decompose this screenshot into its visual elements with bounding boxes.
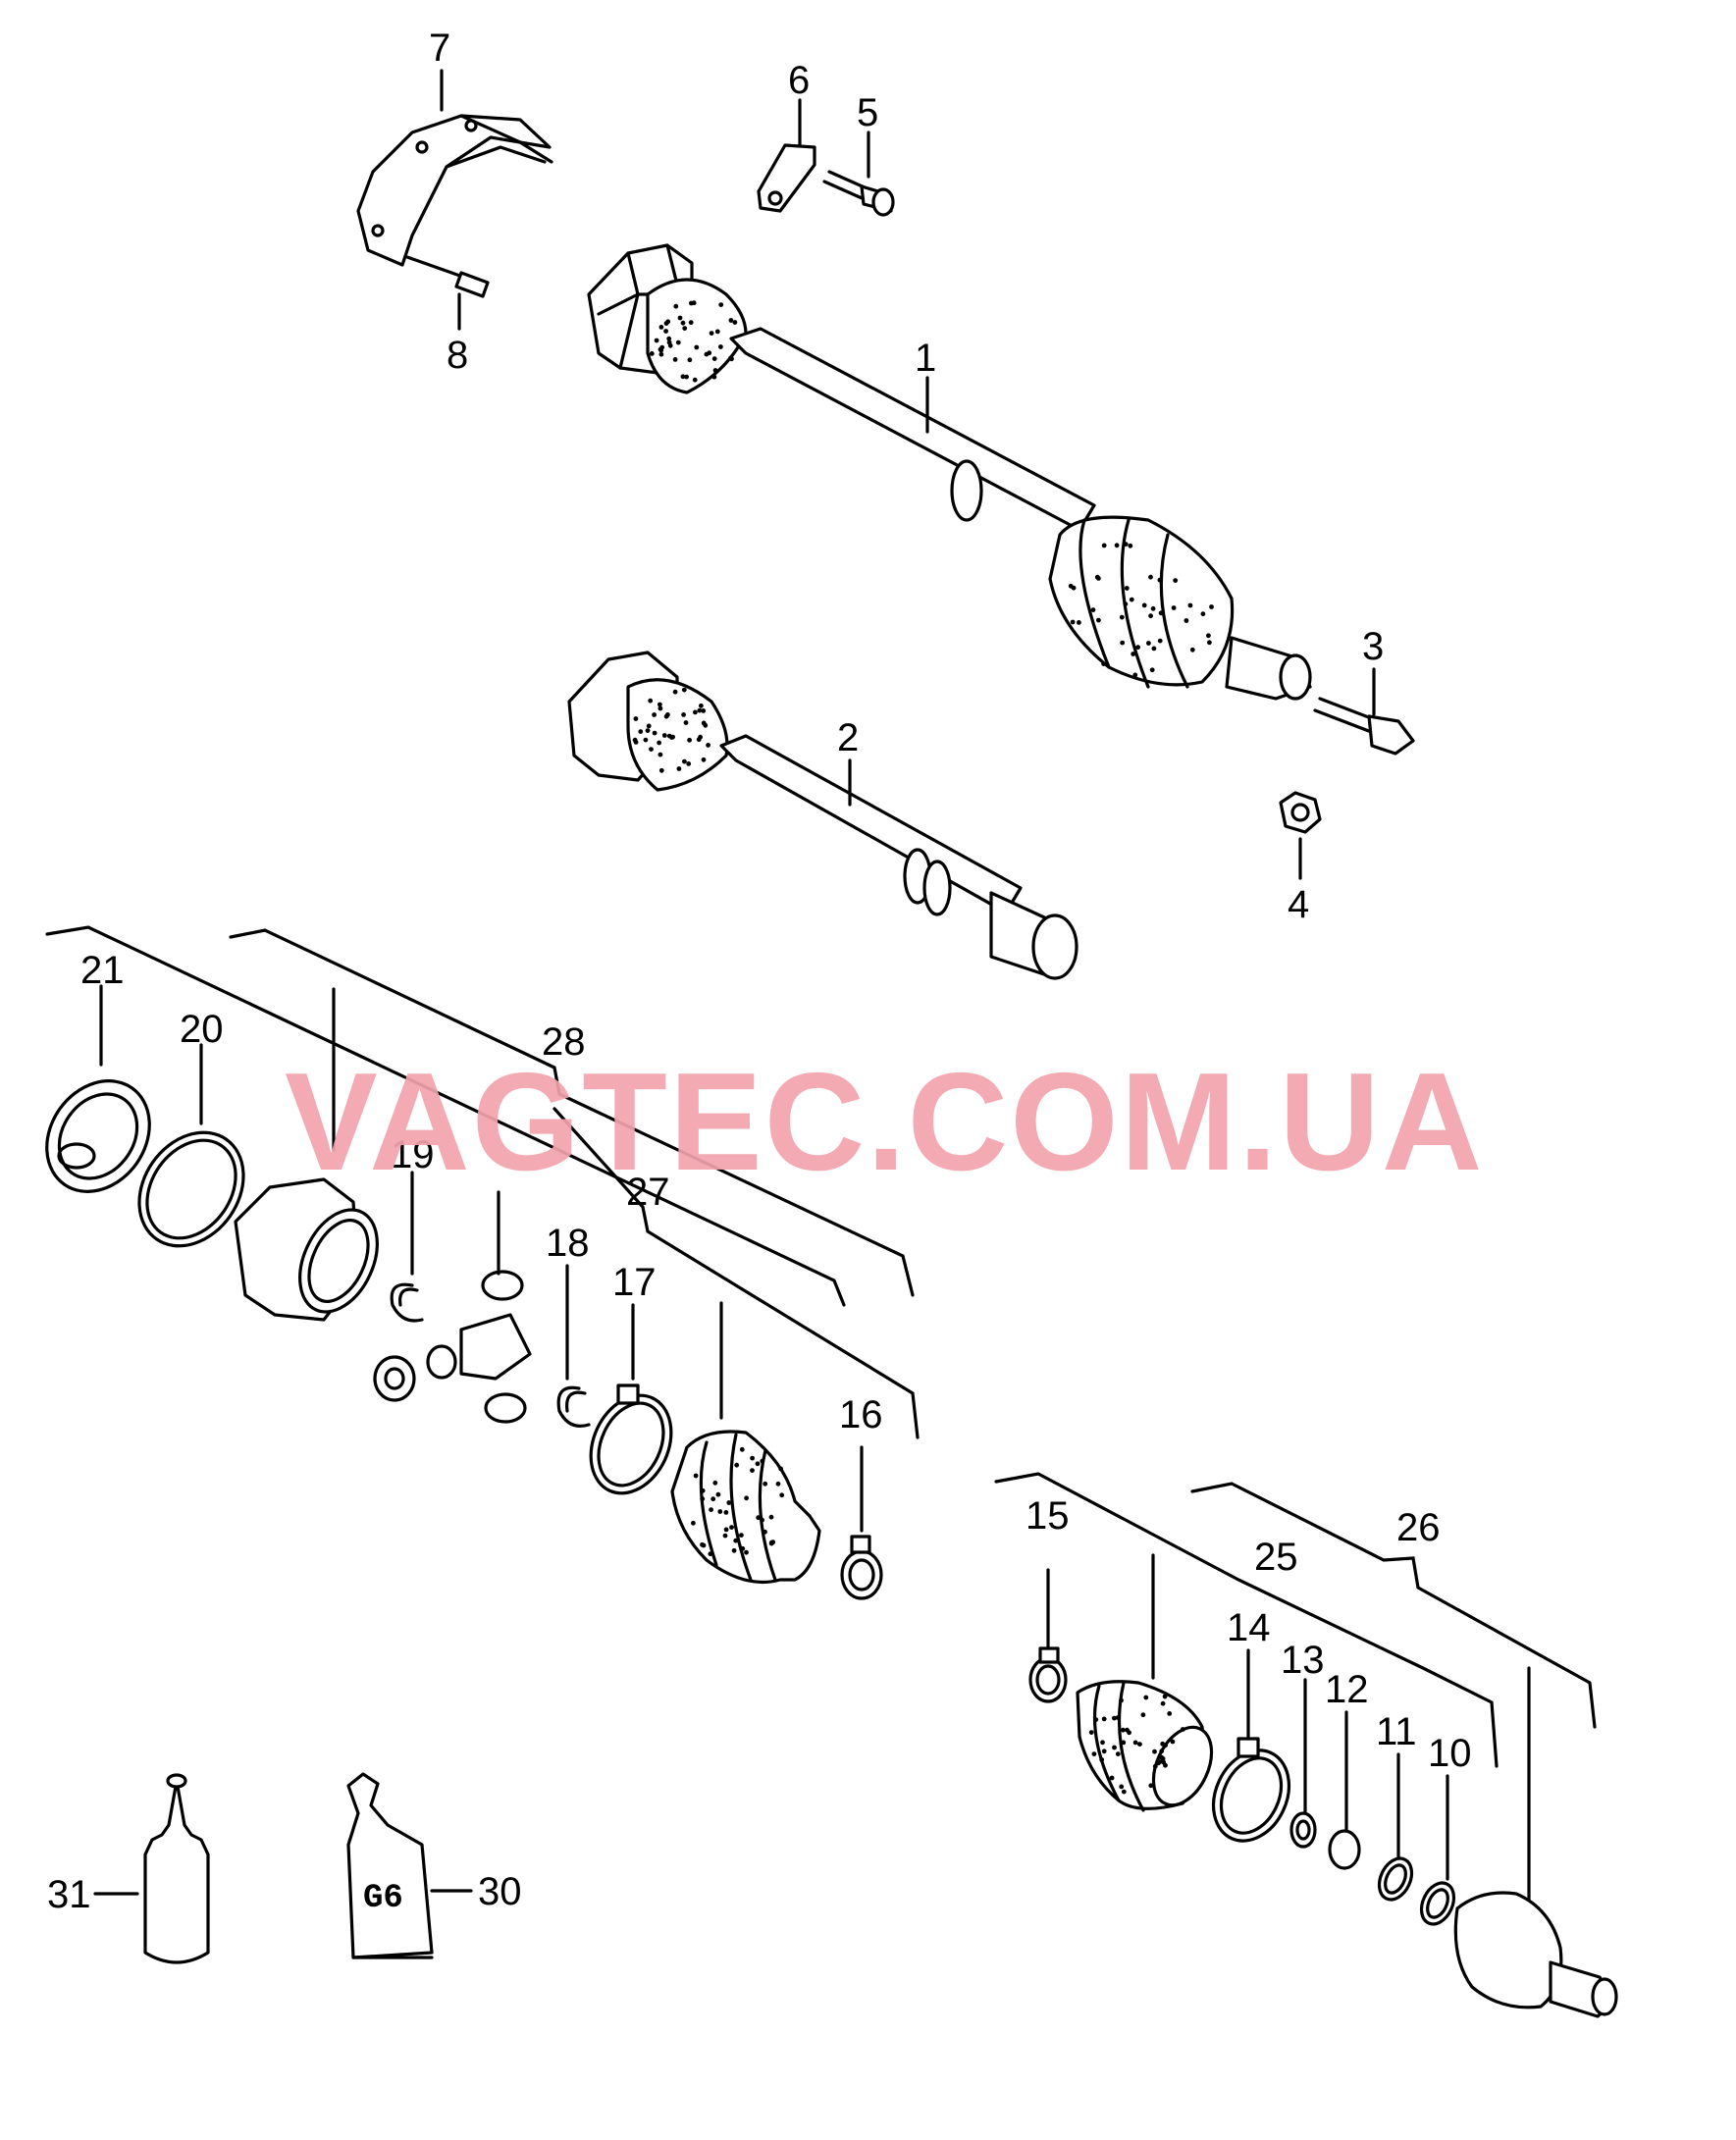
- watermark: VAGTEC.COM.UA: [285, 1044, 1484, 1200]
- callout-10: 10: [1428, 1732, 1472, 1775]
- part-outer-boot[interactable]: [1076, 1680, 1223, 1814]
- callout-11: 11: [1376, 1710, 1417, 1753]
- callout-16: 16: [839, 1393, 883, 1436]
- callout-14: 14: [1227, 1606, 1271, 1649]
- tube-label-g6: G6: [363, 1880, 403, 1917]
- callout-8: 8: [447, 334, 468, 377]
- part-17-clamp[interactable]: [576, 1383, 687, 1506]
- part-8-bolt[interactable]: [405, 255, 490, 298]
- part-19-circlip[interactable]: [390, 1282, 424, 1323]
- part-28-joint-housing[interactable]: [234, 1177, 393, 1325]
- part-13-washer[interactable]: [1289, 1811, 1317, 1849]
- part-14-clamp[interactable]: [1199, 1737, 1303, 1853]
- bracket-15-group: [994, 1472, 1499, 1768]
- callout-18: 18: [546, 1222, 590, 1265]
- part-11-circlip[interactable]: [1373, 1853, 1418, 1905]
- bracket-28-group: [229, 928, 915, 1297]
- part-20-gasket[interactable]: [118, 1113, 265, 1267]
- callout-12: 12: [1325, 1668, 1369, 1711]
- part-18-circlip[interactable]: [556, 1385, 591, 1428]
- part-3-bolt[interactable]: [1313, 697, 1415, 756]
- callout-13: 13: [1281, 1639, 1325, 1682]
- part-26-outer-cv-joint[interactable]: [1453, 1891, 1618, 2018]
- callout-7: 7: [429, 26, 450, 70]
- callout-1: 1: [915, 337, 936, 380]
- callout-17: 17: [612, 1261, 657, 1304]
- part-1-drive-shaft-assembly[interactable]: [587, 243, 1312, 701]
- part-15-clamp[interactable]: [1028, 1646, 1068, 1703]
- callout-6: 6: [788, 59, 810, 102]
- part-27-boot[interactable]: [670, 1430, 821, 1585]
- callout-20: 20: [180, 1008, 224, 1051]
- part-7-heat-shield[interactable]: [356, 114, 553, 267]
- part-16-clamp[interactable]: [840, 1535, 883, 1600]
- callout-4: 4: [1288, 883, 1309, 926]
- part-30-grease-tube[interactable]: G6: [346, 1772, 434, 1959]
- callout-31: 31: [47, 1873, 91, 1916]
- callout-27: 27: [626, 1171, 670, 1214]
- callout-2: 2: [837, 716, 859, 759]
- bracket-26-group: [1190, 1482, 1597, 1729]
- callout-19: 19: [391, 1133, 435, 1176]
- callout-15: 15: [1026, 1494, 1070, 1538]
- callout-28: 28: [542, 1020, 586, 1064]
- callout-26: 26: [1396, 1506, 1441, 1549]
- part-2-drive-shaft-assembly[interactable]: [567, 651, 1078, 980]
- part-31-sealant-bottle[interactable]: [143, 1773, 210, 1964]
- part-4-nut[interactable]: [1279, 791, 1322, 834]
- bracket-21-group: [45, 925, 846, 1307]
- part-10-circlip[interactable]: [1415, 1878, 1460, 1930]
- callout-21: 21: [80, 949, 125, 992]
- part-12-spacer[interactable]: [1328, 1829, 1361, 1870]
- part-6-lock-plate[interactable]: [757, 143, 816, 213]
- callout-5: 5: [857, 91, 878, 134]
- callout-3: 3: [1362, 625, 1384, 668]
- boot-stipple-texture: [632, 300, 1214, 1795]
- bracket-27-group: [552, 1107, 920, 1439]
- part-5-bolt[interactable]: [822, 170, 895, 217]
- part-tripod-spider[interactable]: [373, 1270, 532, 1424]
- part-21-cover[interactable]: [26, 1061, 170, 1211]
- callout-30: 30: [478, 1870, 522, 1913]
- callout-25: 25: [1254, 1536, 1298, 1579]
